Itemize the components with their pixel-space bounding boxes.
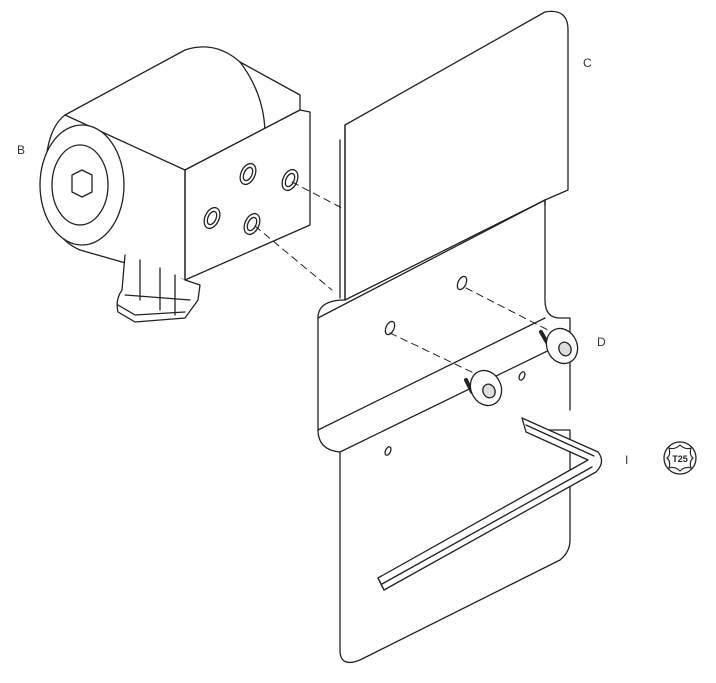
torx-badge-text: T25 (672, 454, 688, 464)
label-d: D (597, 335, 606, 349)
mounting-plate (317, 10, 571, 664)
alignment-lines (254, 181, 549, 376)
torx-t25-icon: T25 (663, 441, 697, 475)
label-i: I (625, 453, 629, 467)
hex-key (377, 417, 603, 591)
screw (464, 369, 503, 407)
housing-hole (281, 168, 299, 192)
housing-hole (239, 162, 257, 186)
housing-hole (203, 206, 221, 230)
label-b: B (17, 143, 26, 157)
housing-hole (243, 212, 261, 236)
screw (539, 327, 579, 365)
label-c: C (583, 56, 592, 70)
actuator-housing (39, 46, 311, 323)
